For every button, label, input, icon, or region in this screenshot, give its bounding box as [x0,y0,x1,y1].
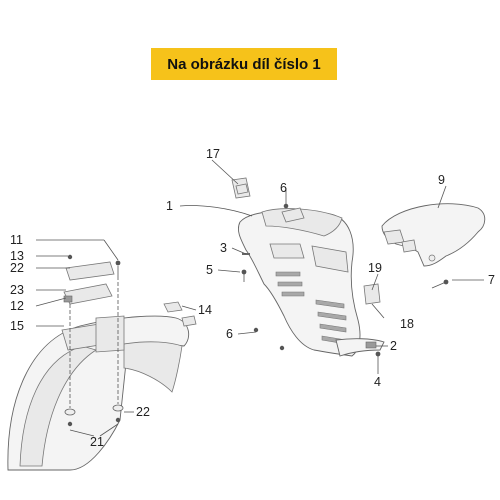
label-11: 11 [10,233,23,247]
leader-lines [35,159,484,437]
screw-4[interactable] [375,351,381,364]
bracket-plate-22[interactable] [65,261,115,281]
side-cover-9[interactable] [381,203,486,267]
label-12: 12 [10,299,24,313]
label-3: 3 [220,241,227,255]
screw-6-upper[interactable] [283,203,289,209]
bolt-11[interactable] [115,260,121,276]
label-1: 1 [166,199,173,213]
label-23: 23 [10,283,24,297]
part-banner: Na obrázku díl číslo 1 [151,48,337,80]
label-4: 4 [374,375,381,389]
label-9: 9 [438,173,445,187]
main-cover-part-1[interactable] [237,207,361,357]
washer-22[interactable] [112,404,124,412]
label-5: 5 [206,263,213,277]
clip-12[interactable] [63,295,73,303]
banner-text: Na obrázku díl číslo 1 [167,55,321,73]
label-6-lower: 6 [226,327,233,341]
label-22-lower: 22 [136,405,150,419]
screws-21[interactable] [64,408,121,427]
label-6-upper: 6 [280,181,287,195]
label-18: 18 [400,317,414,331]
screw-6-lower[interactable] [253,327,285,351]
screw-5[interactable] [241,269,247,282]
label-13: 13 [10,249,24,263]
label-2: 2 [390,339,397,353]
label-14: 14 [198,303,212,317]
label-17: 17 [206,147,220,161]
label-19: 19 [368,261,382,275]
label-21: 21 [90,435,104,449]
label-15: 15 [10,319,24,333]
clip-19[interactable] [363,283,381,305]
label-22-upper: 22 [10,261,24,275]
clip-2[interactable] [365,341,377,349]
callout-labels: 17 6 9 1 3 5 19 7 18 6 2 4 11 13 22 23 1… [10,147,495,449]
label-7: 7 [488,273,495,287]
screw-13[interactable] [67,254,73,260]
clip-14[interactable] [163,301,197,327]
screw-7[interactable] [431,279,449,289]
